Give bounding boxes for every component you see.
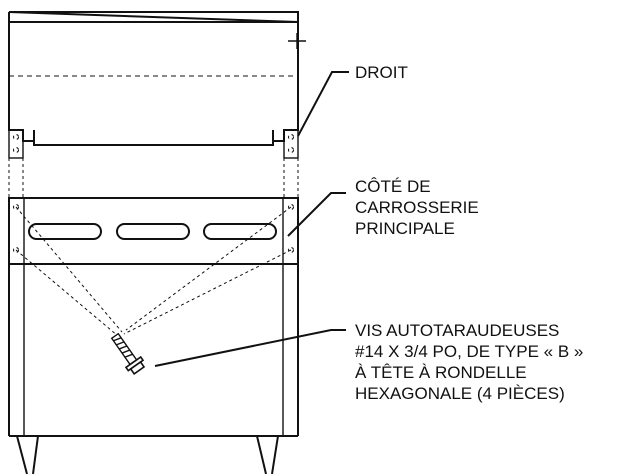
label-cote-carrosserie: CÔTÉ DE CARROSSERIE PRINCIPALE [355, 177, 483, 238]
label-vis-line-4: HEXAGONALE (4 PIÈCES) [355, 384, 565, 403]
label-droit: DROIT [355, 63, 408, 82]
alignment-lines [8, 158, 299, 198]
left-tab [8, 129, 24, 159]
body-side-band [8, 197, 299, 265]
label-cote-line-2: CARROSSERIE [355, 198, 479, 217]
label-vis-line-2: #14 X 3/4 PO, DE TYPE « B » [355, 342, 583, 361]
screw-projection-lines [15, 206, 292, 337]
leader-cote [287, 192, 346, 237]
label-cote-line-3: PRINCIPALE [355, 219, 455, 238]
right-tab [283, 129, 299, 159]
slot-3 [203, 223, 277, 240]
label-vis-line-3: À TÊTE À RONDELLE [355, 363, 527, 382]
leader-droit [297, 71, 349, 137]
right-leg [256, 435, 267, 474]
right-side-panel [8, 11, 306, 159]
label-vis: VIS AUTOTARAUDEUSES #14 X 3/4 PO, DE TYP… [355, 321, 588, 403]
slot-1 [28, 223, 102, 240]
label-vis-line-1: VIS AUTOTARAUDEUSES [355, 321, 559, 340]
main-body [8, 197, 299, 474]
label-cote-line-1: CÔTÉ DE [355, 177, 431, 196]
slot-2 [116, 223, 190, 240]
screw-icon [110, 332, 146, 375]
left-leg [16, 435, 28, 474]
label-droit-line: DROIT [355, 63, 408, 82]
leader-vis [154, 329, 346, 367]
